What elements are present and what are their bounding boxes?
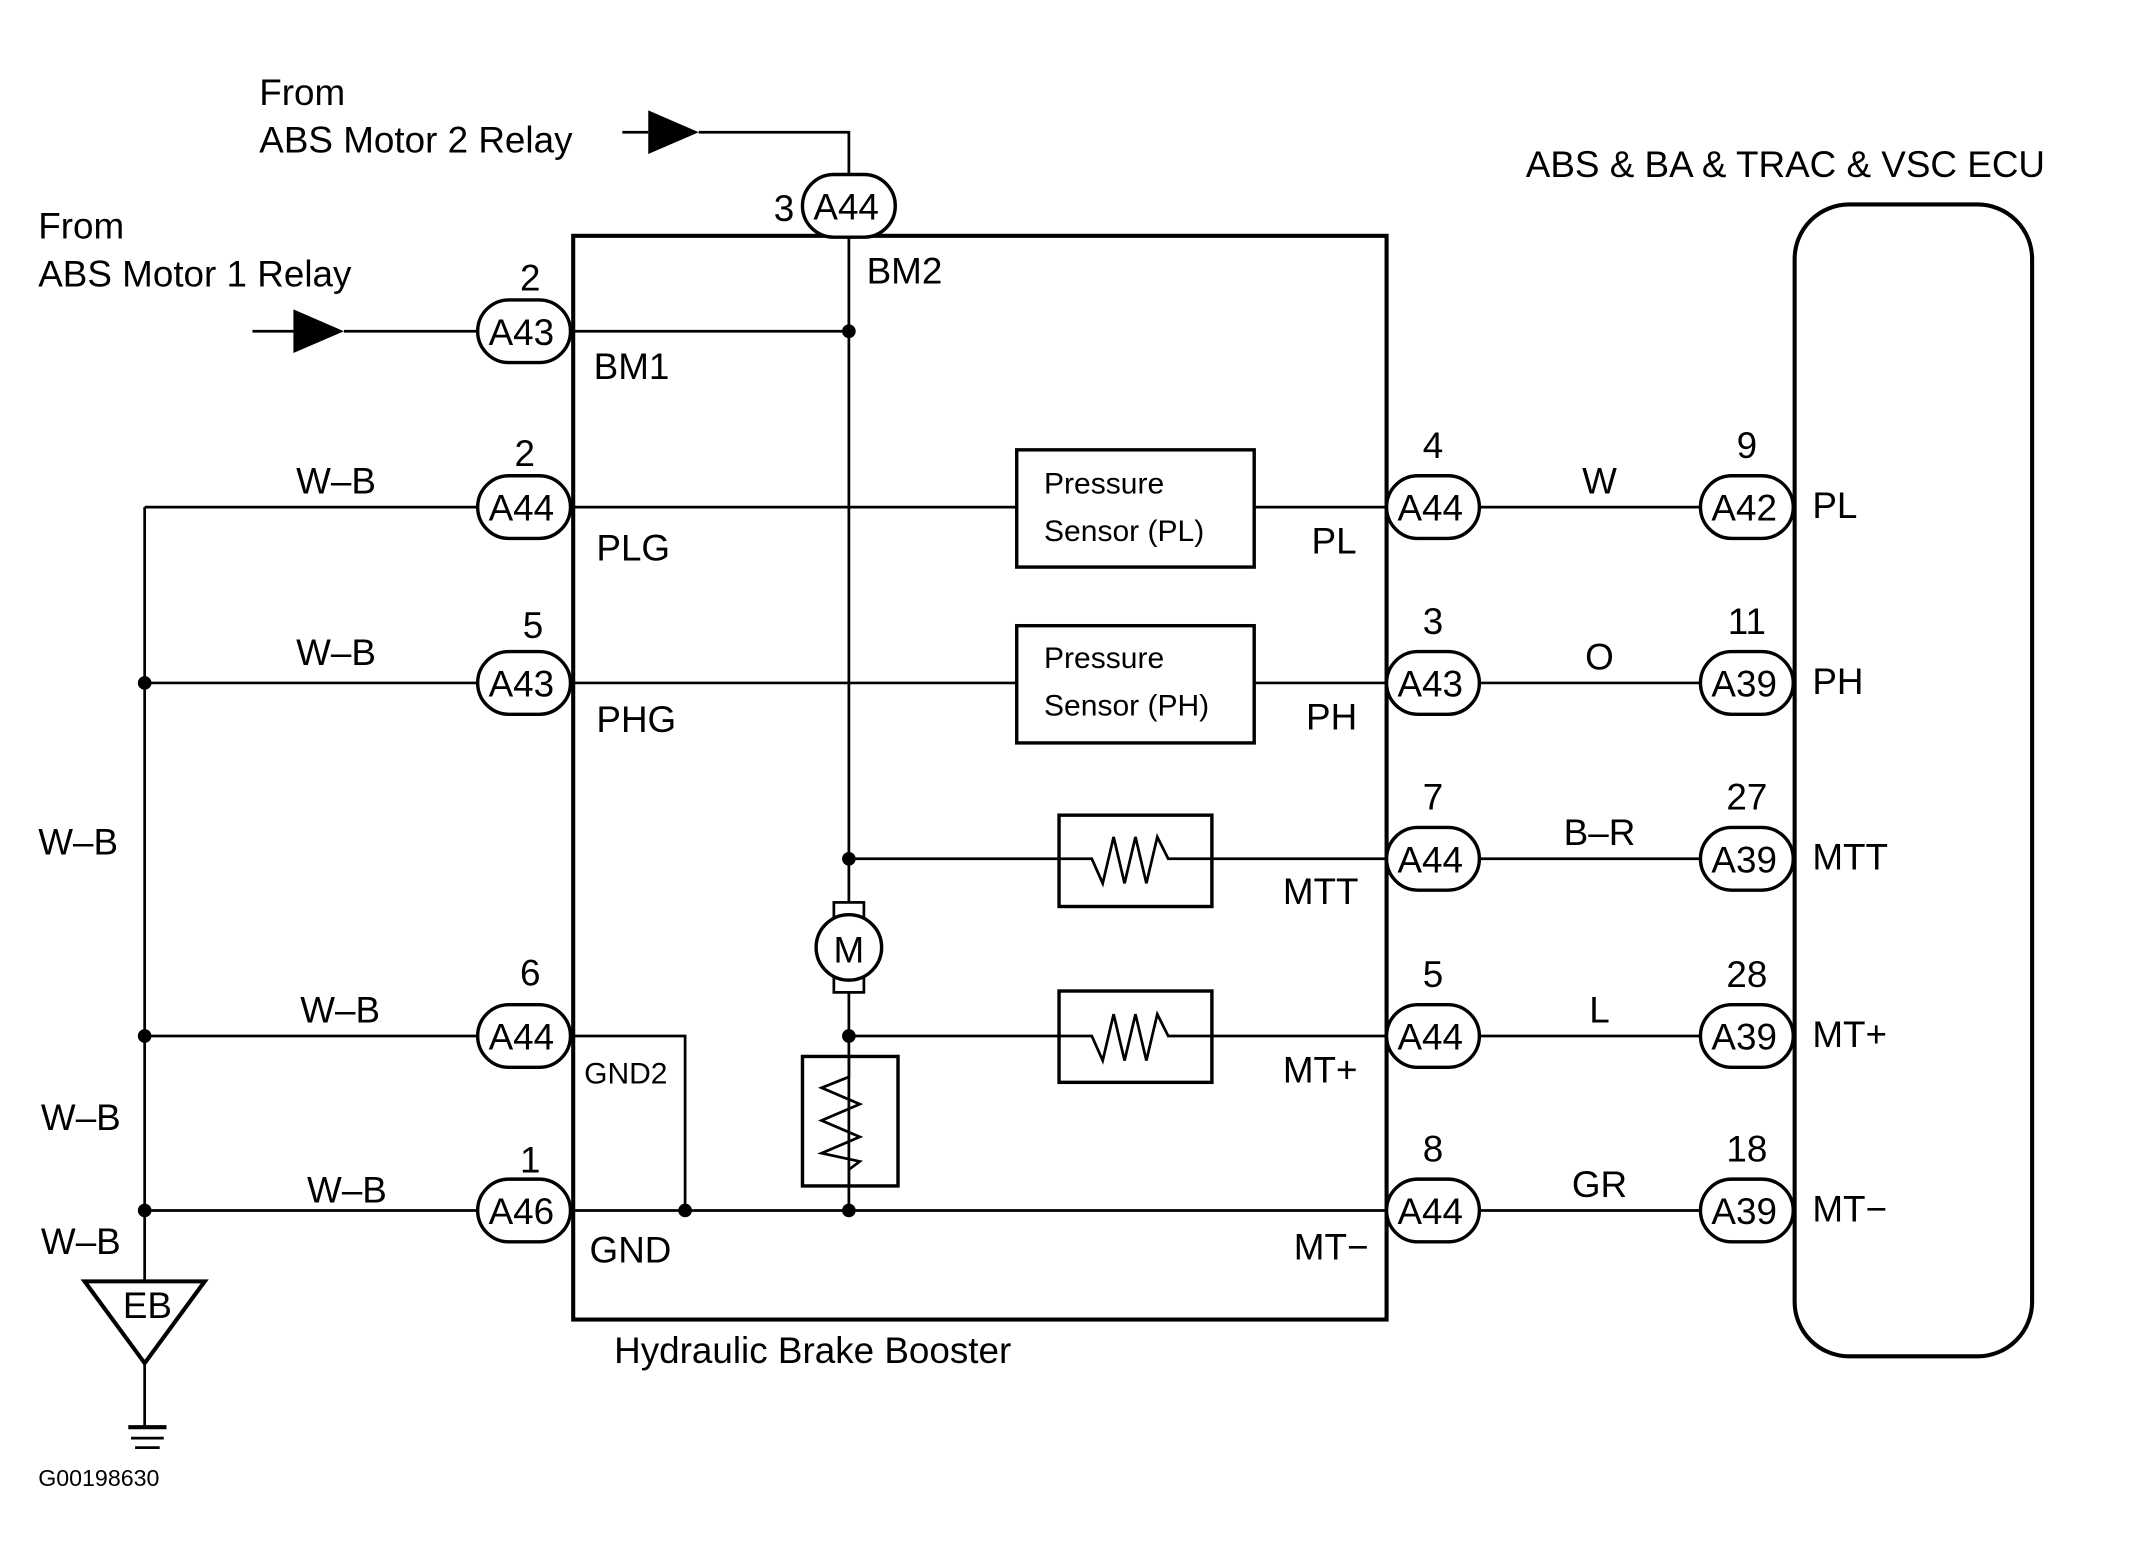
ecu-terminal-mtp: MT+ [1812, 1014, 1887, 1055]
terminal-mtt: MTT [1283, 871, 1359, 912]
pin-number: 2 [520, 257, 540, 298]
resistor-mtt [1057, 813, 1214, 909]
sensor-label: Pressure [1044, 467, 1164, 500]
arrow-icon [622, 110, 851, 178]
wire-color: L [1589, 989, 1609, 1030]
pin-number: 8 [1423, 1128, 1443, 1169]
pin-number: 11 [1728, 601, 1766, 642]
wire-color: W–B [38, 822, 118, 863]
connector-id: A43 [489, 664, 555, 705]
wire-color: W [1582, 460, 1617, 501]
pin-number: 18 [1726, 1128, 1767, 1169]
connector-ecu [1698, 1177, 1795, 1244]
pin-number: 2 [515, 433, 535, 474]
connector-id: A44 [813, 186, 879, 227]
motor1-from-label: From [38, 206, 124, 247]
terminal-mtm: MT− [1294, 1227, 1369, 1268]
pin-number: 1 [520, 1139, 540, 1180]
connector-id: A44 [1397, 488, 1463, 529]
motor-icon: M [814, 901, 884, 994]
connector-id: A44 [489, 1017, 555, 1058]
motor2-relay-label: ABS Motor 2 Relay [259, 120, 573, 161]
connector-id: A39 [1711, 839, 1777, 880]
connector-id: A46 [489, 1191, 555, 1232]
ground-label: EB [123, 1285, 172, 1326]
connector-bm1 [475, 298, 573, 365]
ecu-title: ABS & BA & TRAC & VSC ECU [1526, 144, 2045, 185]
connector-id: A39 [1711, 664, 1777, 705]
connector-ecu [1698, 474, 1795, 541]
wire-color: W–B [296, 632, 376, 673]
connector-booster-out [1384, 1002, 1482, 1070]
pin-number: 6 [520, 953, 540, 994]
wire-color: W–B [41, 1097, 121, 1138]
terminal-plg: PLG [596, 527, 670, 568]
ground-icon: EB [80, 1279, 209, 1450]
connector-plg [475, 474, 573, 541]
sensor-label: Sensor (PL) [1044, 515, 1204, 548]
pin-number: 9 [1737, 425, 1757, 466]
pin-number: 5 [1423, 954, 1443, 995]
terminal-pl: PL [1312, 520, 1357, 561]
pin-number: 4 [1423, 425, 1443, 466]
wire-color: W–B [300, 989, 380, 1030]
wire-color: O [1585, 636, 1614, 677]
ecu-terminal-ph: PH [1812, 661, 1863, 702]
pin-number: 5 [523, 605, 543, 646]
ecu-terminal-mtm: MT− [1812, 1188, 1887, 1229]
terminal-ph: PH [1306, 696, 1357, 737]
connector-booster-out [1384, 649, 1482, 716]
pin-number: 3 [774, 188, 794, 229]
pin-number: 7 [1423, 777, 1443, 818]
wire-color: GR [1572, 1164, 1627, 1205]
connector-bm2 [800, 172, 897, 239]
connector-gnd [475, 1177, 573, 1244]
wire-color: W–B [296, 460, 376, 501]
booster-title: Hydraulic Brake Booster [614, 1330, 1011, 1371]
hydraulic-brake-booster [571, 233, 1389, 1322]
terminal-mtp: MT+ [1283, 1049, 1358, 1090]
connector-id: A42 [1711, 488, 1777, 529]
connector-booster-out [1384, 1177, 1482, 1244]
connector-id: A39 [1711, 1191, 1777, 1232]
terminal-bm2: BM2 [867, 251, 943, 292]
connector-ecu [1698, 649, 1795, 716]
connector-id: A44 [1397, 1017, 1463, 1058]
connector-id: A43 [489, 312, 555, 353]
connector-id: A44 [1397, 1191, 1463, 1232]
pin-number: 3 [1423, 601, 1443, 642]
pin-number: 28 [1726, 954, 1767, 995]
connector-gnd2 [475, 1002, 573, 1070]
ecu-box [1792, 202, 2035, 1359]
motor2-from-label: From [259, 72, 345, 113]
motor-label: M [834, 929, 865, 970]
motor1-relay-label: ABS Motor 1 Relay [38, 253, 352, 294]
ecu-terminal-mtt: MTT [1812, 837, 1888, 878]
connector-ecu [1698, 825, 1795, 892]
ecu-terminal-pl: PL [1812, 485, 1857, 526]
connector-booster-out [1384, 825, 1482, 892]
right-connectors: A444A429WPLA433A3911OPHA447A3927B–RMTTA4… [1384, 425, 1888, 1244]
terminal-gnd2: GND2 [584, 1058, 667, 1091]
figure-id: G00198630 [38, 1465, 159, 1491]
pin-number: 27 [1726, 777, 1767, 818]
sensor-label: Pressure [1044, 642, 1164, 675]
wire-color: B–R [1564, 812, 1636, 853]
terminal-bm1: BM1 [594, 346, 670, 387]
wire-color: W–B [41, 1221, 121, 1262]
sensor-label: Sensor (PH) [1044, 690, 1209, 723]
connector-id: A43 [1397, 664, 1463, 705]
connector-id: A44 [489, 488, 555, 529]
terminal-phg: PHG [596, 699, 676, 740]
connector-booster-out [1384, 474, 1482, 541]
terminal-gnd: GND [590, 1229, 672, 1270]
connector-ecu [1698, 1002, 1795, 1070]
wire-color: W–B [307, 1169, 387, 1210]
arrow-icon [252, 309, 481, 354]
connector-id: A39 [1711, 1017, 1777, 1058]
connector-phg [475, 649, 573, 716]
connector-id: A44 [1397, 839, 1463, 880]
